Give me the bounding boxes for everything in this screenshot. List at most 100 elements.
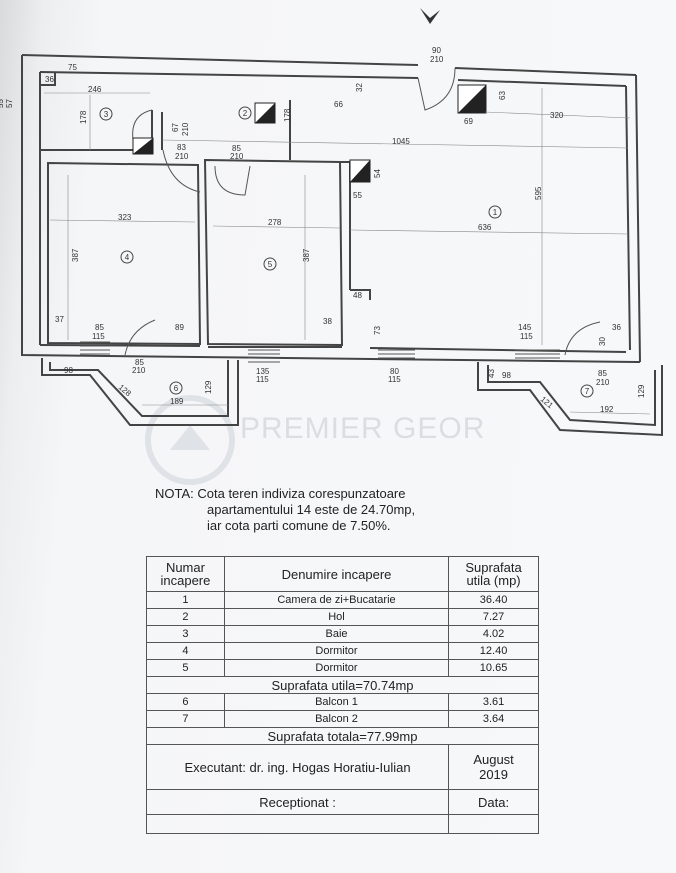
dim-label: 98 — [502, 371, 511, 380]
dim-label: 210 — [132, 366, 146, 375]
dim-label: 85 — [598, 369, 607, 378]
dim-label: 387 — [71, 248, 80, 262]
dim-label: 145 — [518, 323, 532, 332]
dim-label: 129 — [204, 380, 213, 394]
floor-plan: PREMIER GEOR — [0, 8, 663, 485]
dim-label: 320 — [550, 111, 564, 120]
received: Receptionat : — [145, 789, 450, 815]
dim-label: 55 — [353, 191, 362, 200]
dim-label: 246 — [88, 85, 102, 94]
room-marker-5: 5 — [263, 257, 277, 271]
dim-label: 278 — [268, 218, 282, 227]
room-name: Baie — [223, 625, 450, 643]
room-number: 1 — [146, 591, 225, 609]
grand-total: Suprafata totala=77.99mp — [146, 727, 539, 745]
dim-label: 55 — [0, 99, 5, 108]
room-number: 2 — [146, 608, 225, 626]
dim-label: 387 — [302, 248, 311, 262]
dim-label: 85 — [95, 323, 104, 332]
dim-label: 85 — [135, 358, 144, 367]
dim-label: 43 — [487, 369, 496, 378]
dim-label: 178 — [283, 108, 292, 122]
room-number: 5 — [146, 659, 225, 677]
room-area: 7.27 — [448, 608, 539, 626]
dim-label: 595 — [534, 186, 543, 200]
doors — [124, 67, 601, 356]
useful-total-row: Suprafata utila=70.74mp — [146, 676, 539, 694]
north-arrow-icon — [420, 8, 440, 24]
dim-label: 37 — [55, 315, 64, 324]
room-marker-2: 2 — [238, 106, 252, 120]
dim-label: 63 — [498, 91, 507, 100]
dim-label: 54 — [373, 169, 382, 178]
dimension-labels: 75 36 246 178 55 57 67 210 83 210 178 66… — [0, 46, 646, 414]
room-area: 4.02 — [448, 625, 539, 643]
dim-label: 69 — [464, 117, 473, 126]
room-marker-3: 3 — [99, 107, 113, 121]
room-number: 4 — [146, 642, 225, 660]
svg-text:1: 1 — [493, 208, 498, 217]
dim-label: 210 — [230, 152, 244, 161]
note-line-2: apartamentului 14 este de 24.70mp, — [207, 502, 416, 517]
table-row: 7 Balcon 2 3.64 — [146, 710, 539, 728]
note-block: NOTA: Cota teren indiviza corespunzatoar… — [155, 486, 535, 534]
dim-label: 210 — [596, 378, 610, 387]
dim-label: 210 — [175, 152, 189, 161]
room-area: 10.65 — [448, 659, 539, 677]
room-name: Hol — [223, 608, 450, 626]
useful-total: Suprafata utila=70.74mp — [146, 676, 539, 694]
room-marker-4: 4 — [120, 250, 134, 264]
note-line-1: NOTA: Cota teren indiviza corespunzatoar… — [155, 486, 406, 501]
table-row: 3 Baie 4.02 — [146, 625, 539, 643]
dim-label: 90 — [432, 46, 441, 55]
shaft-icons — [132, 84, 487, 183]
room-number: 3 — [146, 625, 225, 643]
dim-label: 115 — [92, 332, 105, 341]
table-header-row: Numar incapere Denumire incapere Suprafa… — [146, 556, 539, 592]
dim-label: 36 — [612, 323, 621, 332]
header-room-area: Suprafata utila (mp) — [448, 556, 539, 592]
grand-total-row: Suprafata totala=77.99mp — [146, 727, 539, 745]
svg-text:2: 2 — [243, 109, 248, 118]
dim-label: 85 — [232, 144, 241, 153]
svg-text:7: 7 — [585, 387, 590, 396]
room-marker-1: 1 — [488, 205, 502, 219]
dim-label: 210 — [181, 122, 190, 136]
table-row: 4 Dormitor 12.40 — [146, 642, 539, 660]
dim-label: 115 — [256, 375, 269, 384]
table-row: 6 Balcon 1 3.61 — [146, 693, 539, 711]
dim-label: 128 — [117, 383, 133, 399]
stairs-marks — [80, 341, 560, 363]
dim-label: 32 — [355, 83, 364, 92]
dim-label: 38 — [323, 317, 332, 326]
dim-label: 73 — [373, 326, 382, 335]
blank-cell — [145, 814, 450, 834]
room-markers: 1 2 3 4 5 6 7 — [99, 106, 594, 398]
date-year: 2019 — [479, 767, 509, 782]
dim-label: 89 — [175, 323, 184, 332]
table-row: 2 Hol 7.27 — [146, 608, 539, 626]
rooms-table: Numar incapere Denumire incapere Suprafa… — [145, 556, 539, 834]
dim-label: 135 — [256, 367, 270, 376]
svg-text:4: 4 — [125, 253, 130, 262]
blank-row — [145, 814, 539, 834]
dim-label: 66 — [334, 100, 343, 109]
blank-cell — [448, 814, 539, 834]
dim-label: 1045 — [392, 137, 410, 146]
executant: Executant: dr. ing. Hogas Horatiu-Iulian — [145, 744, 450, 790]
table-row: 1 Camera de zi+Bucatarie 36.40 — [146, 591, 539, 609]
dim-label: 115 — [520, 332, 533, 341]
dim-label: 98 — [64, 366, 73, 375]
received-row: Receptionat : Data: — [145, 789, 539, 815]
dim-label: 30 — [598, 337, 607, 346]
room-name: Balcon 1 — [223, 693, 450, 711]
dim-label: 75 — [68, 63, 77, 72]
room-number: 6 — [146, 693, 225, 711]
watermark: PREMIER GEOR — [145, 395, 484, 485]
dim-label: 129 — [637, 384, 646, 398]
dim-label: 48 — [353, 291, 362, 300]
dim-label: 189 — [170, 397, 184, 406]
svg-text:5: 5 — [268, 260, 273, 269]
dim-label: 115 — [388, 375, 401, 384]
room-name: Dormitor — [223, 659, 450, 677]
